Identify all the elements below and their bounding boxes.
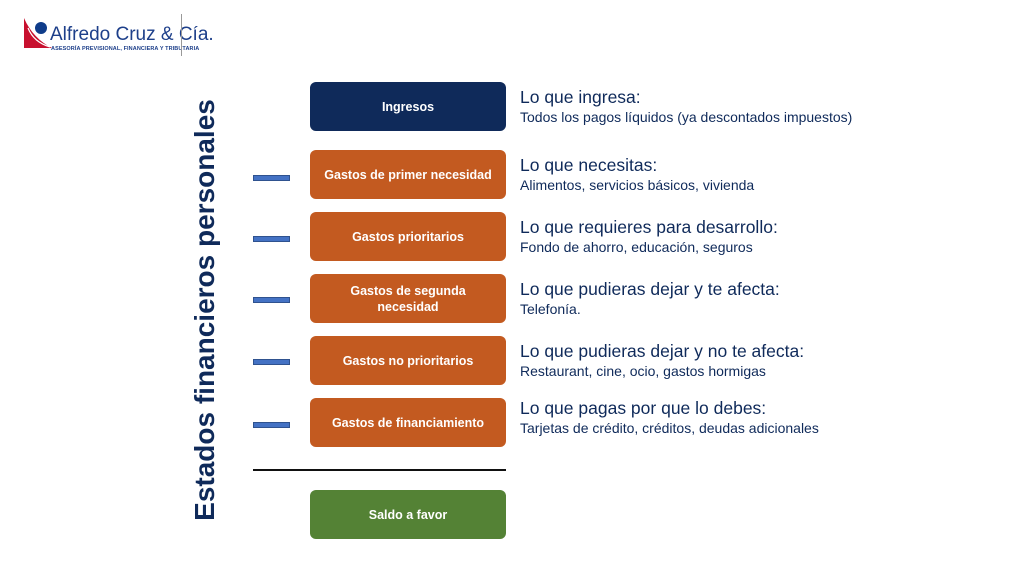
- desc-financiamiento: Lo que pagas por que lo debes: Tarjetas d…: [520, 397, 819, 437]
- box-gastos-primer-necesidad: Gastos de primer necesidad: [310, 150, 506, 199]
- box-gastos-no-prioritarios: Gastos no prioritarios: [310, 336, 506, 385]
- desc-primer-necesidad: Lo que necesitas: Alimentos, servicios bá…: [520, 154, 754, 194]
- logo-tagline: ASESORÍA PREVISIONAL, FINANCIERA Y TRIBU…: [51, 46, 200, 52]
- desc-heading: Lo que requieres para desarrollo:: [520, 217, 778, 237]
- desc-detail: Tarjetas de crédito, créditos, deudas ad…: [520, 420, 819, 436]
- box-gastos-segunda-necesidad: Gastos de segunda necesidad: [310, 274, 506, 323]
- minus-marker: [253, 175, 290, 181]
- minus-marker: [253, 359, 290, 365]
- box-saldo-a-favor: Saldo a favor: [310, 490, 506, 539]
- desc-heading: Lo que ingresa:: [520, 87, 641, 107]
- desc-segunda-necesidad: Lo que pudieras dejar y te afecta: Telefo…: [520, 278, 780, 318]
- desc-detail: Alimentos, servicios básicos, vivienda: [520, 177, 755, 193]
- minus-marker: [253, 297, 290, 303]
- desc-heading: Lo que necesitas:: [520, 155, 658, 175]
- desc-prioritarios: Lo que requieres para desarrollo: Fondo d…: [520, 216, 778, 256]
- total-line: [253, 469, 506, 471]
- desc-ingresos: Lo que ingresa: Todos los pagos líquidos …: [520, 86, 852, 126]
- desc-detail: Telefonía.: [520, 301, 581, 317]
- logo-divider: [181, 14, 182, 56]
- minus-marker: [253, 236, 290, 242]
- desc-detail: Restaurant, cine, ocio, gastos hormigas: [520, 363, 766, 379]
- box-gastos-financiamiento: Gastos de financiamiento: [310, 398, 506, 447]
- desc-no-prioritarios: Lo que pudieras dejar y no te afecta: Res…: [520, 340, 804, 380]
- box-ingresos: Ingresos: [310, 82, 506, 131]
- desc-heading: Lo que pudieras dejar y no te afecta:: [520, 341, 805, 361]
- desc-detail: Todos los pagos líquidos (ya descontados…: [520, 109, 853, 125]
- desc-heading: Lo que pudieras dejar y te afecta:: [520, 279, 780, 299]
- minus-marker: [253, 422, 290, 428]
- logo-name: Alfredo Cruz & Cía.: [50, 24, 214, 45]
- desc-heading: Lo que pagas por que lo debes:: [520, 398, 767, 418]
- logo-mark-icon: [24, 18, 52, 48]
- desc-detail: Fondo de ahorro, educación, seguros: [520, 239, 753, 255]
- box-gastos-prioritarios: Gastos prioritarios: [310, 212, 506, 261]
- slide-title: Estados financieros personales: [189, 99, 220, 521]
